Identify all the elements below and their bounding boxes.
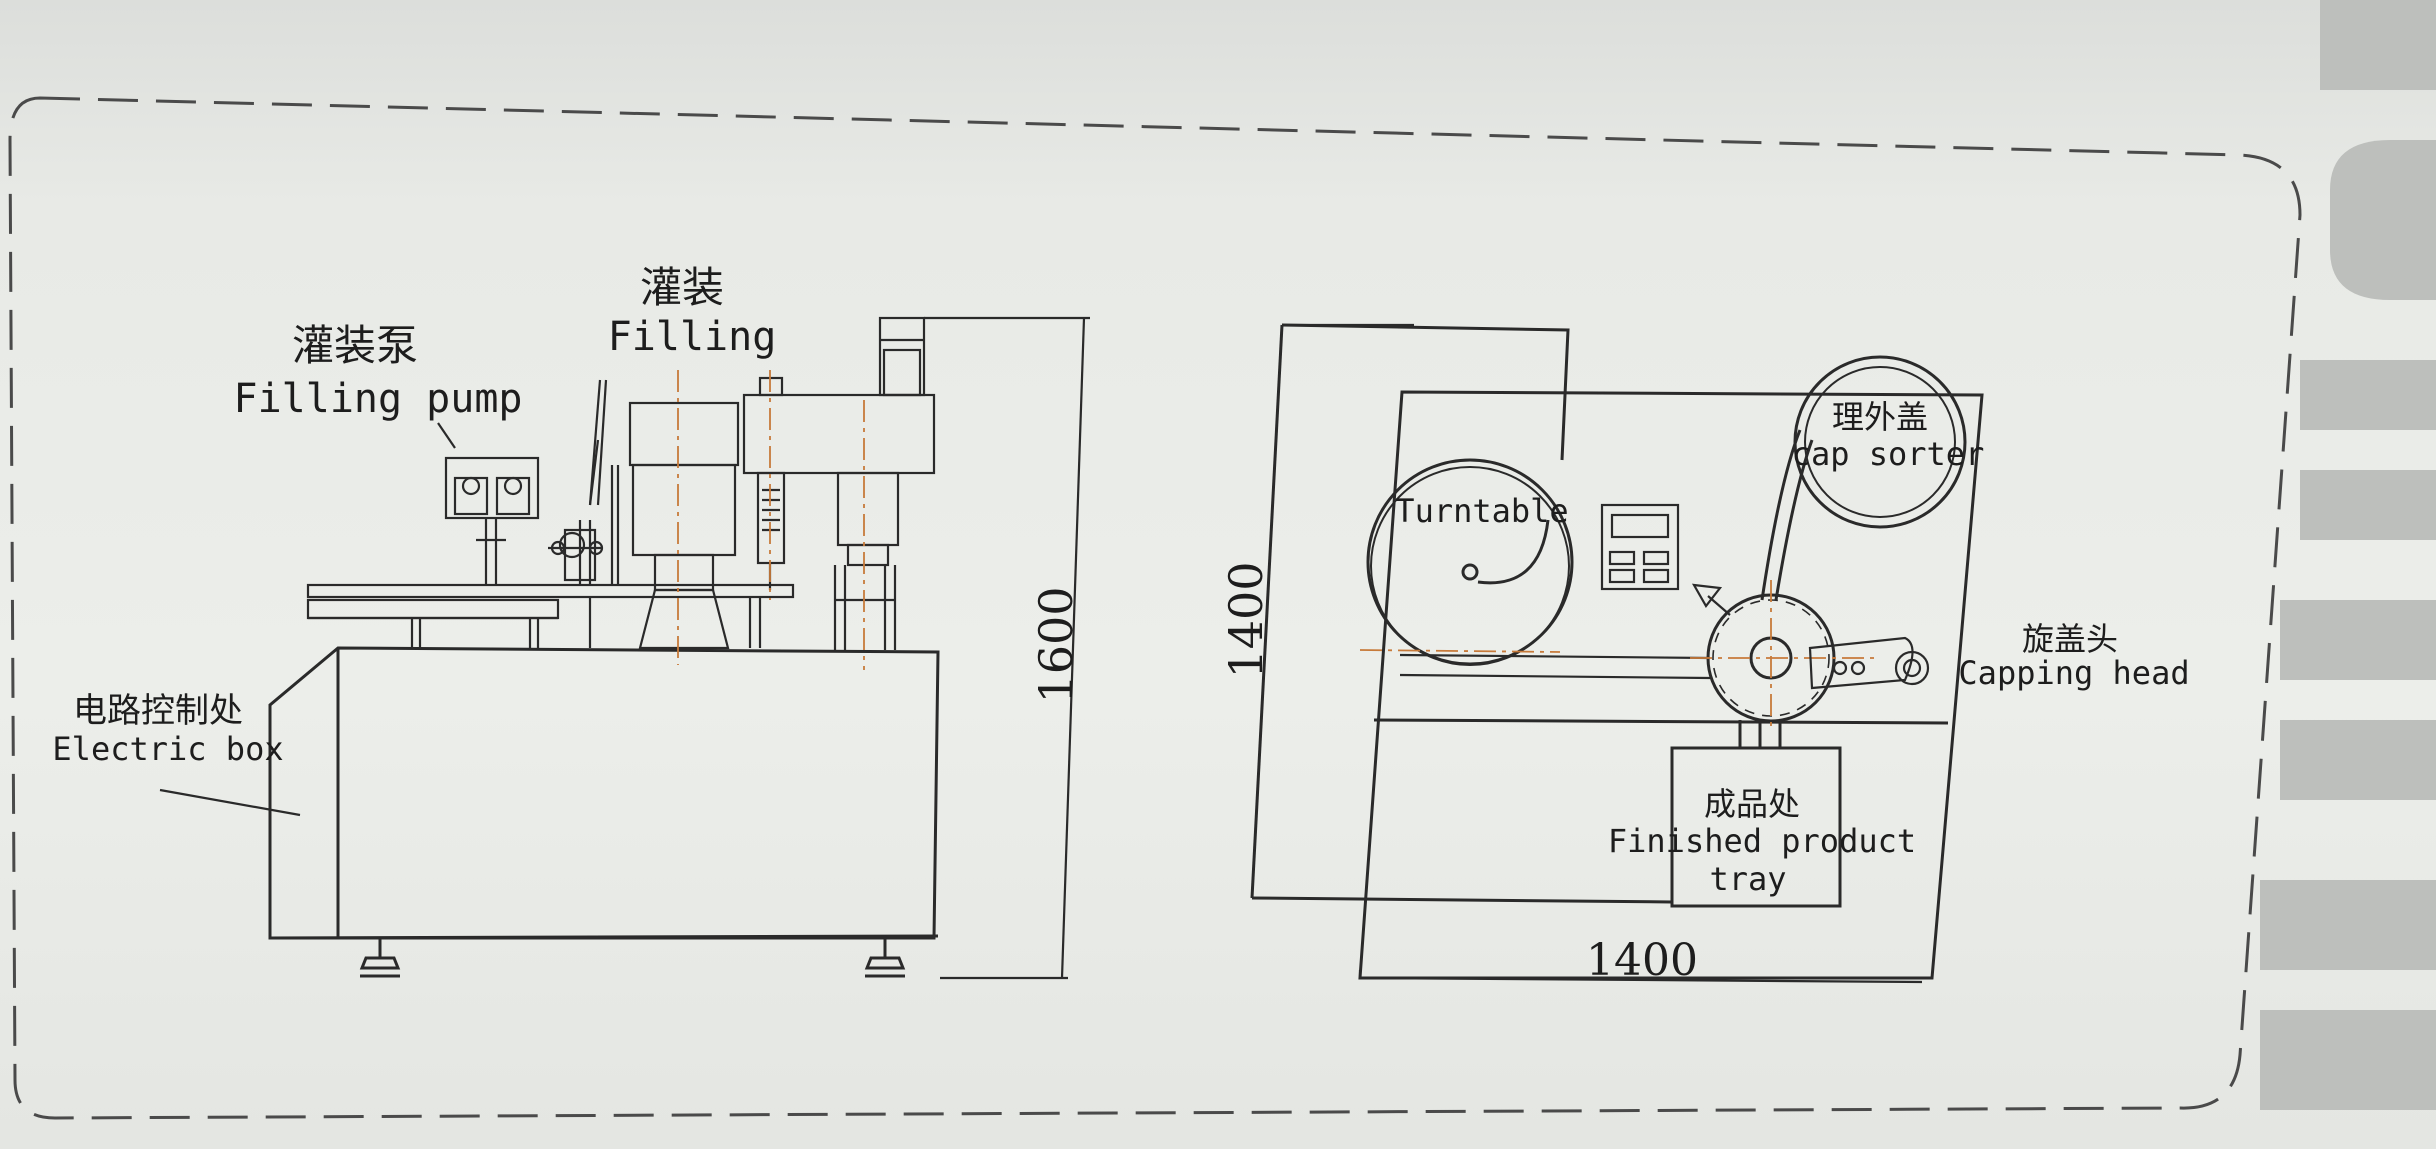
filling-label-en: Filling bbox=[608, 314, 777, 360]
front-view: 1600 灌装泵 Filling pump 灌装 Filling 电路控制处 E… bbox=[52, 263, 1090, 980]
finished-tray-label-en-2: tray bbox=[1709, 860, 1786, 898]
cap-sorter-label-cn: 理外盖 bbox=[1832, 398, 1928, 436]
width-dimension bbox=[1358, 970, 1923, 984]
turntable bbox=[1366, 458, 1574, 666]
star-wheel bbox=[548, 520, 604, 585]
filling-pump-label-en: Filling pump bbox=[234, 376, 523, 422]
capping-head-arm bbox=[1808, 636, 1930, 690]
electric-box-label-cn: 电路控制处 bbox=[73, 691, 243, 731]
leveling-feet bbox=[359, 936, 906, 978]
depth-dimension bbox=[1250, 323, 1414, 899]
filling-label-cn: 灌装 bbox=[640, 263, 724, 312]
direction-arrow-icon bbox=[1691, 583, 1731, 616]
electric-box-label-en: Electric box bbox=[52, 730, 283, 768]
turntable-label: Turntable bbox=[1395, 492, 1568, 530]
height-dimension bbox=[924, 316, 1090, 980]
electric-box-body bbox=[268, 646, 940, 940]
top-view: 1400 1400 Turntable 理外盖 cap sorter 旋盖头 C… bbox=[1219, 323, 2190, 986]
watermark-logo bbox=[2260, 0, 2436, 1110]
width-dimension-label: 1400 bbox=[1586, 935, 1698, 986]
capping-head-label-en: Capping head bbox=[1958, 654, 2189, 692]
finished-product-tray bbox=[1670, 746, 1842, 908]
capping-head-label-cn: 旋盖头 bbox=[2022, 620, 2118, 658]
capping-column bbox=[742, 316, 936, 650]
height-dimension-label: 1600 bbox=[1029, 586, 1083, 703]
leader-lines-front bbox=[159, 422, 600, 817]
turntable-centerline bbox=[1359, 649, 1561, 653]
finished-tray-label-en-1: Finished product bbox=[1608, 822, 1916, 860]
filling-pump-unit bbox=[444, 456, 540, 585]
conveyor-table bbox=[306, 583, 795, 648]
control-panel bbox=[1600, 503, 1680, 591]
dashed-frame bbox=[8, 96, 2302, 1120]
cap-sorter bbox=[1760, 355, 1967, 601]
conveyor-belt bbox=[1399, 653, 1711, 680]
finished-tray-label-cn: 成品处 bbox=[1704, 785, 1800, 823]
cap-sorter-label-en: cap sorter bbox=[1792, 435, 1985, 473]
filling-head bbox=[588, 379, 740, 650]
filling-pump-label-cn: 灌装泵 bbox=[292, 321, 418, 370]
depth-dimension-label: 1400 bbox=[1219, 561, 1273, 678]
